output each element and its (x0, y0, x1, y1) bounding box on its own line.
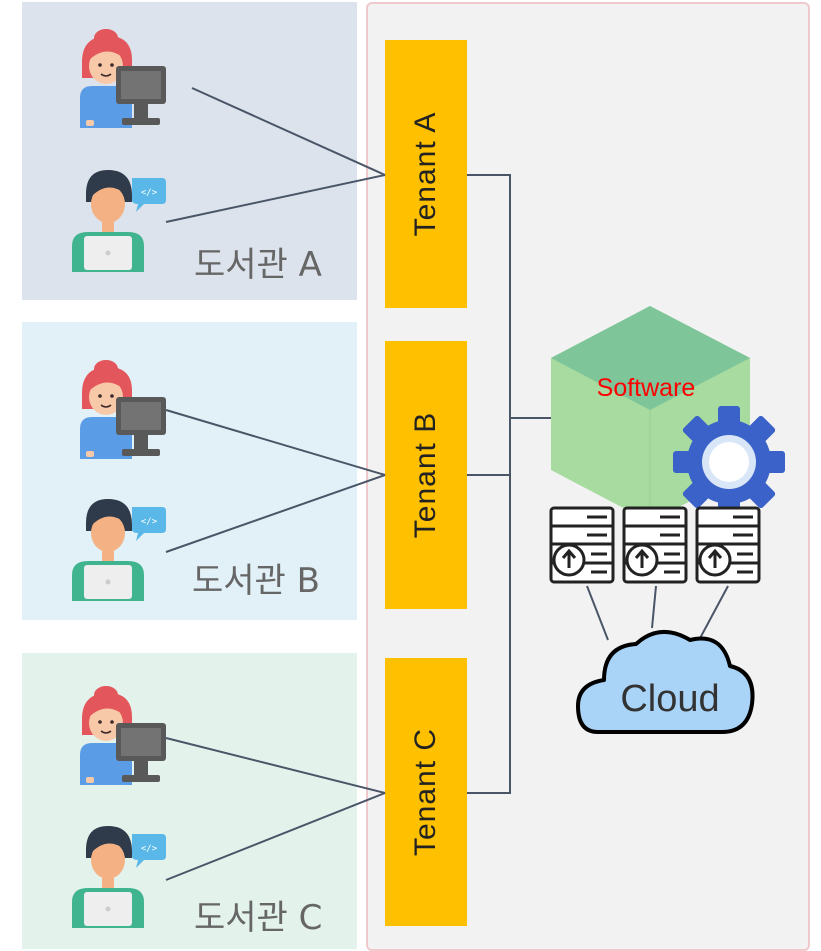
man-user-icon (72, 499, 166, 601)
user-line-b2 (165, 474, 386, 553)
user-line-c1 (165, 737, 386, 794)
cloud-label: Cloud (620, 678, 719, 720)
user-connector-lines (165, 87, 386, 881)
user-line-a1 (191, 87, 386, 176)
user-line-a2 (165, 174, 386, 223)
server-icon (549, 506, 615, 584)
woman-user-icon (79, 359, 167, 460)
tenant-c-box: Tenant C (385, 658, 467, 926)
cloud-connector-lines (586, 585, 729, 643)
woman-user-icon (79, 28, 167, 129)
cloud-icon (576, 630, 755, 734)
man-user-icon (72, 826, 166, 928)
tenant-bus (467, 174, 511, 794)
server-icon (622, 506, 688, 584)
woman-user-icon (79, 685, 167, 786)
software-label: Software (597, 374, 696, 402)
tenant-a-box: Tenant A (385, 40, 467, 308)
tenant-bus-lines (467, 174, 553, 794)
library-b-label: 도서관 B (192, 561, 320, 601)
gear-icon (673, 406, 785, 518)
man-user-icon (72, 170, 166, 272)
server-icon (695, 506, 761, 584)
tenant-b-box: Tenant B (385, 341, 467, 609)
user-line-b1 (165, 409, 386, 476)
library-c-label: 도서관 C (194, 898, 323, 938)
library-a-label: 도서관 A (194, 245, 322, 285)
user-line-c2 (165, 792, 386, 881)
